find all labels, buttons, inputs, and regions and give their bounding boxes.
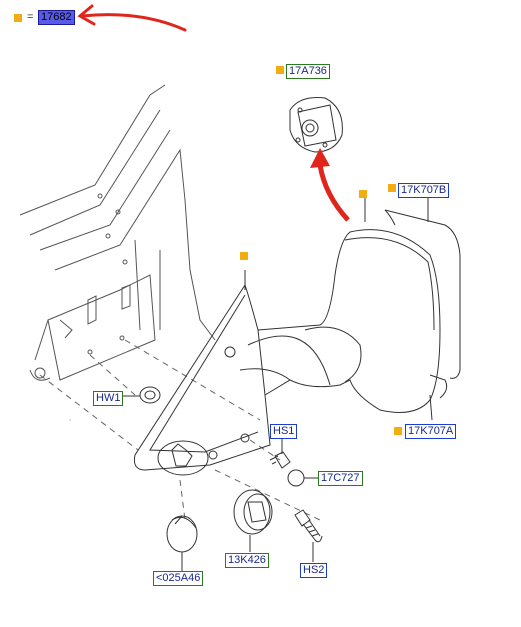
cap-part (287, 469, 305, 487)
label-lamp[interactable]: <025A46 (153, 571, 204, 586)
washer-part (139, 386, 161, 404)
orange-marker-square-icon (276, 66, 284, 74)
door-frame (19, 84, 216, 421)
lamp-part (166, 515, 198, 553)
red-pointer-arrow (77, 4, 187, 32)
orange-marker-square-icon (359, 190, 367, 198)
mirror-head (239, 229, 448, 413)
leader-lines (118, 190, 433, 572)
label-washer[interactable]: HW1 (93, 391, 124, 406)
small-screw-part (269, 451, 291, 469)
large-screw-part (294, 509, 323, 543)
clip-part (233, 489, 273, 535)
orange-marker-square-icon (240, 252, 248, 260)
label-glass-back[interactable]: 17K707B (398, 183, 450, 198)
mirror-glass-back (384, 209, 461, 379)
label-top-assembly[interactable]: 17A736 (286, 64, 330, 79)
legend-part-number: 17682 (38, 10, 75, 25)
orange-marker-square-icon (388, 184, 396, 192)
red-direction-arrow (310, 148, 350, 222)
legend-equals: = (27, 11, 34, 23)
orange-marker-square-icon (14, 14, 22, 22)
label-glass-front[interactable]: 17K707A (405, 424, 457, 439)
label-screw-large[interactable]: HS2 (300, 563, 328, 578)
label-screw-small[interactable]: HS1 (270, 424, 298, 439)
orange-marker-square-icon (394, 427, 402, 435)
label-clip[interactable]: 13K426 (225, 553, 269, 568)
label-cap[interactable]: 17C727 (318, 471, 363, 486)
mirror-motor-part (289, 97, 343, 153)
mirror-bracket (134, 283, 271, 476)
